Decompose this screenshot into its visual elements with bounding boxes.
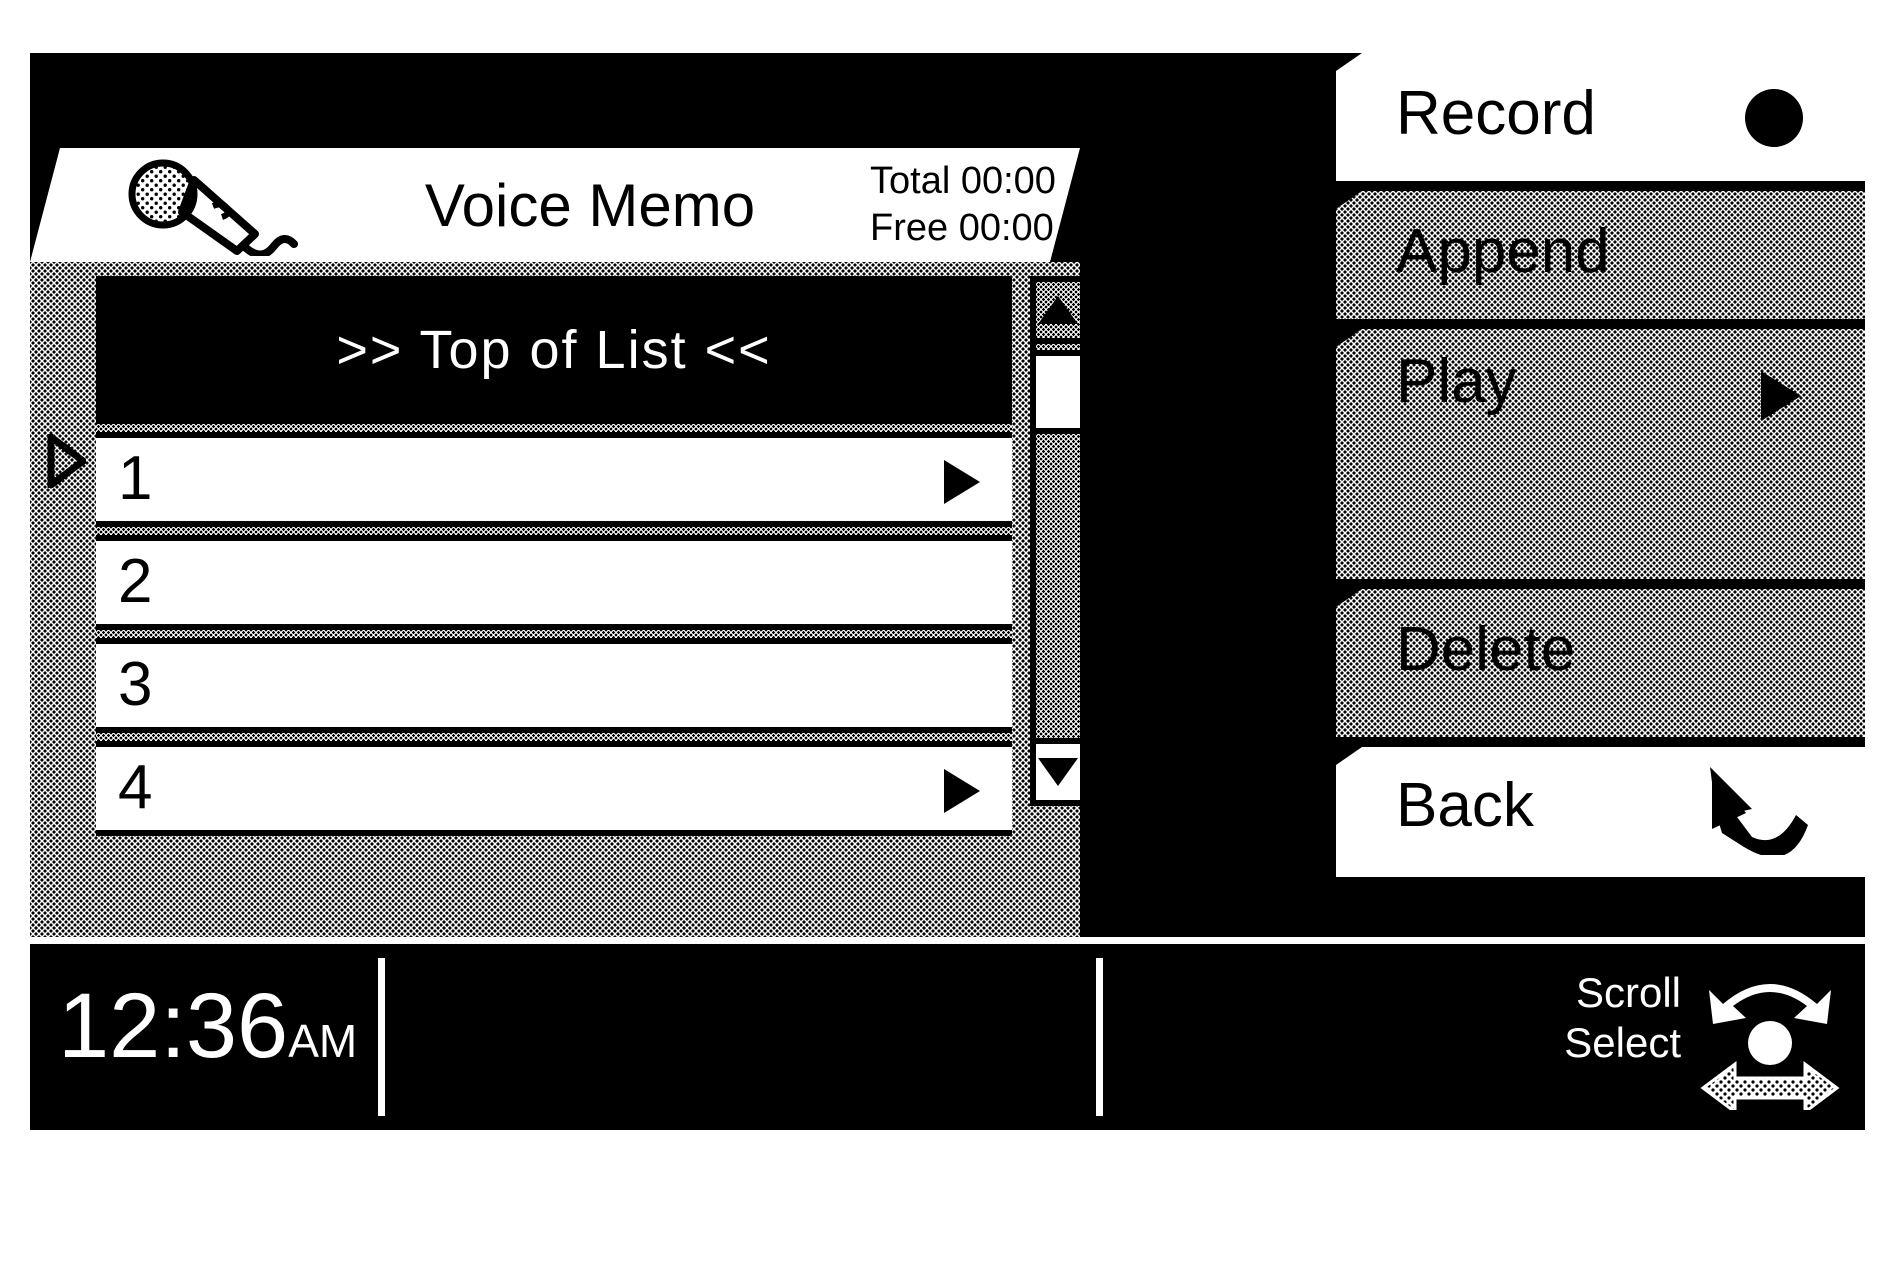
list-scrollbar[interactable] (1030, 276, 1086, 806)
back-button[interactable]: Back (1336, 747, 1865, 877)
clock: 12:36AM (58, 966, 357, 1101)
row-separator (96, 733, 1012, 741)
clock-ampm: AM (288, 1015, 358, 1067)
memory-status: Total 00:00 Free 00:00 (870, 158, 1080, 252)
rotary-knob-icon (1695, 960, 1845, 1115)
list-header-top-of-list[interactable]: >> Top of List << (96, 276, 1012, 424)
scrollbar-track[interactable] (1036, 344, 1080, 750)
row-separator (96, 527, 1012, 535)
record-dot-icon (1745, 89, 1803, 147)
play-triangle-icon (944, 769, 980, 813)
play-button[interactable]: Play (1336, 329, 1865, 579)
list-item-label: 3 (118, 650, 153, 719)
scrollbar-down-button[interactable] (1036, 738, 1080, 800)
microphone-icon (118, 156, 298, 259)
delete-button[interactable]: Delete (1336, 589, 1865, 737)
knob-hint-select: Select (1564, 1019, 1681, 1066)
free-time-label: Free 00:00 (870, 207, 1054, 249)
knob-hint: Scroll Select (1433, 964, 1853, 1115)
page-title: Voice Memo (424, 172, 756, 239)
append-button-label: Append (1396, 217, 1610, 286)
total-time-label: Total 00:00 (870, 160, 1056, 202)
scrollbar-thumb[interactable] (1036, 350, 1080, 434)
delete-button-label: Delete (1396, 615, 1576, 684)
list-item[interactable]: 3 (96, 638, 1012, 733)
cursor-column (30, 262, 96, 937)
scrollbar-up-button[interactable] (1036, 282, 1080, 344)
title-banner: Voice Memo Total 00:00 Free 00:00 (30, 148, 1080, 262)
append-button[interactable]: Append (1336, 191, 1865, 319)
main-content-panel: Voice Memo Total 00:00 Free 00:00 >> (30, 53, 1336, 937)
back-arrow-icon (1700, 763, 1810, 858)
record-button-label: Record (1396, 79, 1596, 148)
triangle-down-icon (1038, 758, 1078, 786)
list-item[interactable]: 4 (96, 741, 1012, 836)
record-button[interactable]: Record (1336, 53, 1865, 181)
row-separator (96, 424, 1012, 432)
triangle-up-icon (1038, 296, 1078, 324)
list-item-label: 4 (118, 753, 153, 822)
status-bar: 12:36AM Scroll Select (30, 944, 1865, 1130)
play-button-label: Play (1396, 347, 1517, 416)
memo-list-area: >> Top of List << 1 2 3 (30, 262, 1086, 937)
status-divider (378, 958, 385, 1116)
list-item-label: 2 (118, 547, 153, 616)
status-divider (1096, 958, 1103, 1116)
list-item-label: 1 (118, 444, 153, 513)
softkey-panel: Record Append Play Delete Back (1336, 53, 1865, 937)
list-item[interactable]: 2 (96, 535, 1012, 630)
list-item[interactable]: 1 (96, 432, 1012, 527)
memo-list[interactable]: >> Top of List << 1 2 3 (96, 276, 1012, 836)
row-separator (96, 630, 1012, 638)
display-frame: Voice Memo Total 00:00 Free 00:00 >> (30, 53, 1865, 937)
back-button-label: Back (1396, 771, 1534, 840)
clock-time: 12:36 (58, 975, 289, 1077)
knob-hint-text: Scroll Select (1451, 968, 1681, 1068)
play-triangle-icon (944, 460, 980, 504)
play-triangle-icon (1761, 371, 1801, 421)
knob-hint-scroll: Scroll (1575, 969, 1681, 1016)
